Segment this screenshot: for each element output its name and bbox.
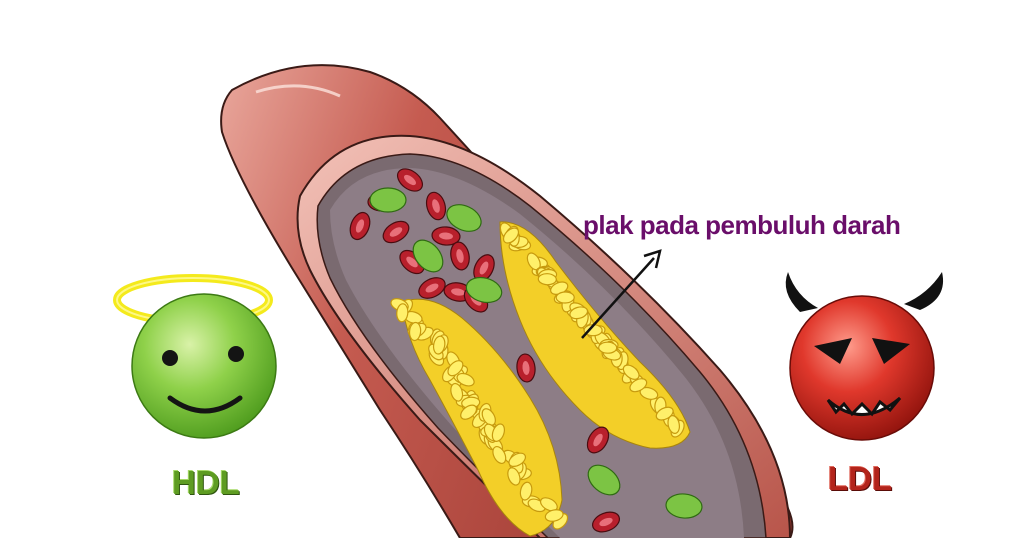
- fat-cell: [622, 364, 640, 380]
- red-blood-cell-highlight: [522, 361, 530, 375]
- fanged-mouth: [826, 396, 902, 417]
- red-blood-cell-highlight: [355, 219, 365, 233]
- fat-cell: [396, 303, 409, 323]
- fat-cell: [519, 481, 533, 501]
- fat-cell: [460, 404, 478, 420]
- green-blood-cell: [665, 493, 703, 519]
- fat-cell: [555, 291, 575, 304]
- fat-cell: [408, 321, 422, 342]
- fat-cell: [629, 378, 648, 393]
- fat-cell: [569, 306, 589, 320]
- fat-cell: [655, 406, 674, 421]
- red-blood-cell-highlight: [451, 288, 465, 296]
- right-eye: [228, 346, 244, 362]
- red-blood-cell-highlight: [599, 517, 613, 527]
- right-eye-angry: [872, 338, 910, 364]
- hdl-label: HDL: [172, 464, 240, 501]
- fat-cell: [667, 415, 680, 434]
- right-horn: [904, 272, 944, 310]
- smile: [167, 395, 243, 414]
- fat-cell: [502, 227, 520, 244]
- fat-cell: [539, 497, 558, 512]
- left-eye: [162, 350, 178, 366]
- devil-smiley-icon: [785, 272, 944, 441]
- ldl-label: LDL: [828, 460, 893, 497]
- green-blood-cell: [587, 464, 621, 496]
- green-blood-cell: [369, 187, 407, 213]
- artery-highlight: [255, 84, 341, 98]
- red-blood-cell-highlight: [593, 433, 603, 447]
- fat-cell: [508, 452, 527, 468]
- green-blood-cell: [465, 276, 503, 304]
- plaque-pointer-arrow: [581, 249, 662, 339]
- left-horn: [785, 272, 818, 312]
- red-blood-cell-highlight: [479, 261, 489, 275]
- green-blood-cell: [446, 204, 482, 232]
- red-blood-cell-highlight: [456, 249, 464, 263]
- red-blood-cell-highlight: [404, 174, 416, 186]
- fat-cell-group: [390, 222, 685, 530]
- fat-cell: [537, 273, 557, 286]
- red-blood-cell-highlight: [389, 227, 403, 237]
- left-eye-angry: [814, 338, 852, 364]
- fat-cell: [507, 467, 521, 486]
- fat-cell: [598, 341, 618, 354]
- fat-cell: [450, 382, 464, 402]
- fat-cell: [492, 446, 507, 464]
- fat-cell: [456, 372, 475, 387]
- red-blood-cell-highlight: [425, 283, 439, 293]
- red-blood-cell-highlight: [439, 232, 453, 240]
- blood-cell-group: [349, 168, 703, 533]
- green-blood-cell: [412, 239, 444, 273]
- red-blood-cell-highlight: [406, 256, 418, 268]
- fat-cell: [447, 360, 464, 377]
- fat-cell: [491, 423, 506, 442]
- fat-cell: [432, 335, 446, 355]
- angel-smiley-icon: [113, 274, 277, 439]
- fat-cell: [544, 509, 564, 522]
- plaque-annotation-label: plak pada pembuluh darah: [583, 210, 901, 240]
- fat-cell: [481, 408, 496, 426]
- red-blood-cell-highlight: [432, 199, 440, 213]
